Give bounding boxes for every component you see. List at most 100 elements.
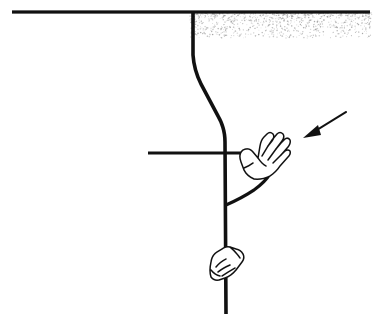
texture-dot (286, 16, 289, 18)
texture-dot (250, 33, 252, 35)
texture-dot (239, 35, 241, 37)
texture-dot (232, 26, 235, 28)
texture-dot (236, 16, 238, 18)
texture-dot (262, 14, 265, 16)
texture-dot (313, 20, 316, 23)
texture-dot (277, 14, 280, 16)
texture-dot (285, 17, 287, 19)
texture-dot (356, 16, 358, 18)
texture-dot (204, 29, 206, 31)
texture-dot (210, 18, 212, 20)
texture-dot (254, 28, 255, 29)
texture-dot (365, 32, 367, 34)
texture-dot (311, 15, 314, 17)
texture-dot (269, 30, 271, 32)
texture-dot (230, 35, 232, 37)
texture-dot (334, 25, 336, 27)
texture-dot (221, 37, 223, 39)
texture-dot (254, 27, 256, 30)
texture-dot (290, 19, 292, 22)
texture-dot (262, 35, 264, 37)
texture-dot (215, 25, 216, 27)
texture-dot (261, 24, 264, 26)
texture-dot (283, 17, 285, 20)
texture-dot (352, 21, 354, 23)
texture-dot (364, 20, 365, 21)
texture-dot (199, 14, 201, 16)
texture-dot (194, 23, 197, 25)
texture-dot (282, 15, 284, 17)
texture-dot (255, 20, 257, 22)
texture-dot (335, 21, 337, 24)
texture-dot (202, 29, 204, 31)
texture-dot (308, 21, 310, 23)
texture-dot (342, 29, 344, 31)
texture-dot (351, 15, 354, 17)
texture-dot (349, 29, 351, 31)
texture-dot (238, 35, 239, 37)
pointer-arrow-icon (303, 111, 347, 138)
texture-dot (197, 24, 199, 27)
texture-dot (331, 25, 333, 27)
texture-dot (284, 29, 286, 31)
texture-dot (235, 19, 237, 20)
texture-dot (244, 36, 246, 38)
texture-dot (308, 16, 310, 19)
texture-dot (202, 32, 204, 35)
texture-dot (212, 22, 214, 25)
texture-dot (337, 33, 339, 35)
texture-dot (296, 36, 298, 38)
texture-dot (366, 15, 368, 16)
texture-dot (227, 25, 228, 27)
texture-dot (214, 16, 216, 19)
texture-dot (342, 35, 344, 37)
texture-dot (265, 29, 267, 31)
texture-dot (335, 26, 337, 28)
texture-dot (216, 23, 218, 25)
texture-dot (312, 34, 314, 36)
texture-dot (296, 17, 298, 19)
texture-dot (198, 21, 201, 24)
texture-dot (320, 16, 323, 18)
texture-dot (300, 19, 303, 21)
texture-dot (206, 13, 209, 16)
texture-dot (293, 21, 295, 23)
texture-dot (258, 19, 260, 20)
texture-dot (244, 33, 247, 35)
texture-dot (358, 16, 360, 18)
texture-dot (223, 34, 225, 36)
texture-dot (198, 17, 200, 19)
texture-dot (347, 32, 349, 34)
texture-dot (210, 14, 212, 16)
texture-dot (285, 35, 287, 36)
texture-dot (272, 30, 274, 32)
texture-dot (261, 31, 263, 34)
texture-dot (269, 23, 271, 26)
texture-dot (229, 26, 231, 29)
texture-dot (251, 17, 254, 19)
texture-dot (252, 13, 255, 15)
texture-dot (299, 32, 301, 34)
texture-dot (260, 22, 262, 23)
texture-dot (247, 28, 250, 31)
texture-dot (300, 21, 303, 23)
texture-dot (285, 37, 287, 39)
texture-dot (247, 33, 249, 35)
texture-dot (276, 24, 278, 26)
texture-dot (195, 20, 197, 22)
texture-dot (275, 20, 277, 22)
texture-dot (322, 31, 325, 33)
texture-dot (224, 29, 227, 32)
texture-dot (356, 31, 358, 33)
texture-dot (340, 13, 342, 15)
texture-dot (233, 18, 234, 20)
texture-dot (240, 33, 242, 35)
texture-dot (216, 34, 218, 35)
texture-dot (361, 33, 363, 35)
texture-dot (362, 22, 363, 24)
texture-dot (316, 27, 318, 29)
texture-dot (197, 32, 199, 35)
texture-dot (213, 13, 215, 15)
texture-dot (233, 20, 235, 22)
texture-dot (287, 21, 289, 23)
